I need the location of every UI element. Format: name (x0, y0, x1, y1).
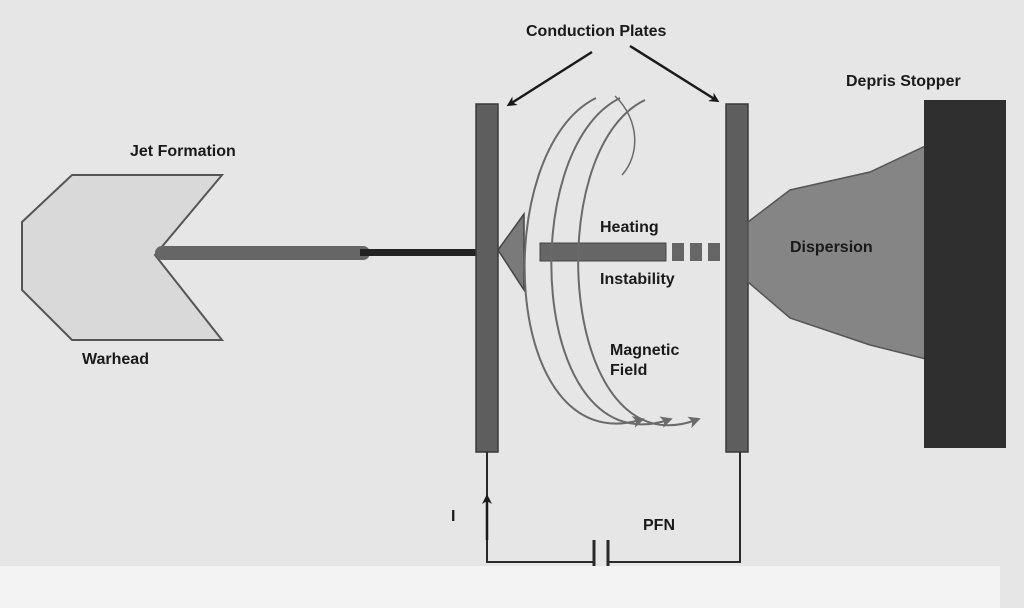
label-pfn: PFN (643, 517, 675, 534)
jet-thin-segment (360, 249, 476, 256)
circuit-wire-left (486, 452, 594, 563)
magnetic-field-line-2 (550, 97, 673, 428)
footer-strip (0, 566, 1000, 608)
label-warhead: Warhead (82, 351, 149, 368)
magnetic-field-line-3 (577, 99, 701, 429)
label-dispersion: Dispersion (790, 239, 873, 256)
label-jet-formation: Jet Formation (130, 143, 236, 160)
label-field: Field (610, 362, 648, 379)
label-heating: Heating (600, 219, 659, 236)
debris-stopper-block (924, 100, 1006, 448)
heated-jet-segment (539, 242, 667, 262)
circuit-wire-right (608, 452, 741, 563)
magnetic-field-line-1 (523, 97, 645, 428)
label-current: I (451, 508, 456, 525)
instability-fragment-1 (672, 243, 684, 261)
plate-pointer-right (629, 44, 720, 103)
conduction-plate-right (725, 103, 749, 453)
conduction-plate-left (475, 103, 499, 453)
jet-cone (497, 211, 525, 293)
label-debris-stopper: Depris Stopper (846, 73, 961, 90)
warhead-shape (21, 174, 225, 341)
instability-fragment-2 (690, 243, 702, 261)
instability-fragment-3 (708, 243, 720, 261)
magnetic-field-line-4 (614, 95, 636, 176)
label-magnetic: Magnetic (610, 342, 680, 359)
label-instability: Instability (600, 271, 675, 288)
label-conduction-plates: Conduction Plates (526, 23, 667, 40)
jet-thick-segment (155, 246, 370, 260)
plate-pointer-left (506, 50, 593, 107)
